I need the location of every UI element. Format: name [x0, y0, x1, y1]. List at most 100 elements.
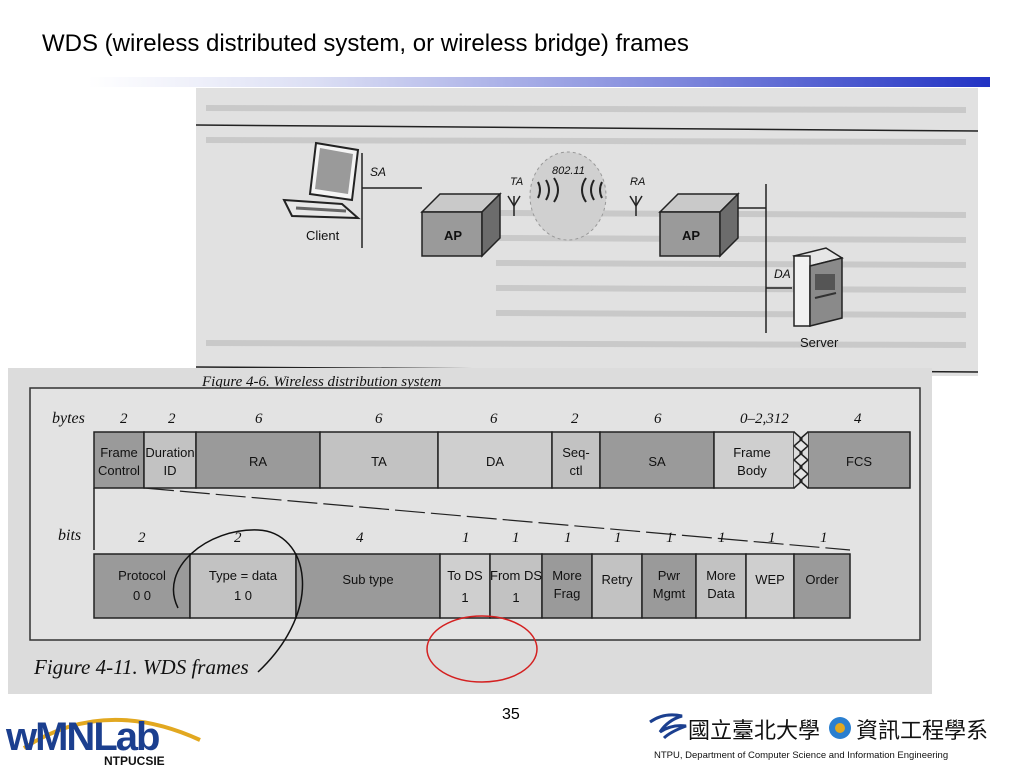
bit-size-type: 2 [234, 530, 242, 546]
highlight-circle-ds-bits [426, 615, 538, 683]
label-fcs: FCS [846, 454, 872, 469]
bit-size-wep: 1 [768, 530, 776, 546]
server-label: Server [800, 335, 839, 350]
label-pwrmgmt-1: Pwr [658, 568, 681, 583]
ta-antenna-icon [507, 195, 521, 216]
bitfield-tods [439, 553, 491, 619]
hand-drawn-annotation-arc [172, 529, 304, 673]
ntpu-logo: 國立臺北大學 資訊工程學系 NTPU, Department of Comput… [646, 708, 1022, 764]
bit-sizes: 2 2 4 1 1 1 1 1 1 1 1 [138, 530, 828, 546]
bitfield-protocol [93, 553, 191, 619]
slide-title: WDS (wireless distributed system, or wir… [42, 30, 689, 57]
label-wep: WEP [755, 572, 785, 587]
bitfield-morefrag [541, 553, 593, 619]
label-tods-1: To DS [447, 568, 483, 583]
byte-size-fcs: 4 [854, 411, 862, 427]
label-retry: Retry [601, 572, 633, 587]
label-moredata-2: Data [707, 586, 735, 601]
figure-wireless-distribution-system: Client SA AP TA 802.11 [196, 88, 978, 376]
label-ra: RA [249, 454, 267, 469]
label-seqctl-1: Seq- [562, 445, 589, 460]
bitfield-moredata [695, 553, 747, 619]
byte-size-frame-control: 2 [120, 411, 128, 427]
bytes-label: bytes [52, 410, 85, 427]
frame-control-bits-row [93, 553, 851, 619]
label-sa: SA [648, 454, 666, 469]
university-name: 國立臺北大學 [688, 719, 820, 744]
ap-left-icon [420, 192, 502, 258]
bitfield-type [189, 553, 297, 619]
logo-swoosh-icon [22, 717, 201, 750]
field-duration-id [143, 431, 197, 489]
ap-right-label: AP [682, 228, 700, 243]
label-morefrag-1: More [552, 568, 582, 583]
label-fromds-1: From DS [490, 568, 542, 583]
lab-logo-text: wMNLab [5, 715, 159, 759]
client-label: Client [306, 228, 340, 243]
wmnlab-logo: wMNLab NTPUCSIE [4, 700, 214, 768]
byte-size-ta: 6 [375, 411, 383, 427]
field-ra [195, 431, 321, 489]
bit-size-moredata: 1 [718, 530, 726, 546]
frame-body-break-icon [792, 431, 810, 489]
bit-size-pwrmgmt: 1 [666, 530, 674, 546]
label-pwrmgmt-2: Mgmt [653, 586, 686, 601]
label-subtype: Sub type [342, 572, 393, 587]
label-da: DA [486, 454, 504, 469]
figure-top-caption: Figure 4-6. Wireless distribution system [201, 374, 441, 390]
bit-size-morefrag: 1 [564, 530, 572, 546]
label-morefrag-2: Frag [554, 586, 581, 601]
frame-fields-row [93, 431, 911, 489]
department-name-en: NTPU, Department of Computer Science and… [654, 750, 948, 761]
ra-label: RA [630, 176, 645, 188]
byte-size-sa: 6 [654, 411, 662, 427]
title-rule [88, 77, 990, 87]
ap-left-label: AP [444, 228, 462, 243]
label-type-2: 1 0 [234, 588, 252, 603]
label-ta: TA [371, 454, 387, 469]
bit-size-subtype: 4 [356, 530, 364, 546]
figure-bottom-caption: Figure 4-11. WDS frames [33, 655, 249, 679]
label-moredata-1: More [706, 568, 736, 583]
bit-size-protocol: 2 [138, 530, 146, 546]
bitfield-retry [591, 553, 643, 619]
page-number: 35 [502, 706, 520, 723]
bit-size-fromds: 1 [512, 530, 520, 546]
label-order: Order [805, 572, 839, 587]
label-duration-2: ID [164, 463, 177, 478]
label-seqctl-2: ctl [570, 463, 583, 478]
bits-label: bits [58, 527, 81, 544]
expansion-line-right [143, 487, 851, 551]
field-frame-control [93, 431, 145, 489]
lab-logo-subtext: NTPUCSIE [104, 754, 165, 768]
control-field-labels: Protocol 0 0 Type = data 1 0 Sub type To… [118, 568, 839, 605]
ntpu-emblem-icon [649, 713, 687, 740]
ta-label: TA [510, 176, 523, 188]
bitfield-order [793, 553, 851, 619]
wmnlab-logo-graphic: wMNLab NTPUCSIE [5, 715, 201, 768]
wds-topology-diagram: Client SA AP TA 802.11 [196, 105, 978, 373]
wds-frame-format-diagram: Figure 4-6. Wireless distribution system… [29, 374, 921, 683]
figure-wds-frames: Figure 4-6. Wireless distribution system… [8, 368, 932, 694]
label-frame-body-2: Body [737, 463, 767, 478]
bit-size-order: 1 [820, 530, 828, 546]
bit-size-retry: 1 [614, 530, 622, 546]
sa-label: SA [370, 165, 386, 179]
label-duration-1: Duration [145, 445, 194, 460]
byte-size-ra: 6 [255, 411, 263, 427]
client-laptop-icon [282, 141, 361, 220]
wireless-label: 802.11 [552, 165, 585, 177]
label-frame-control-2: Control [98, 463, 140, 478]
label-fromds-2: 1 [512, 590, 519, 605]
bit-size-tods: 1 [462, 530, 470, 546]
field-frame-body [713, 431, 795, 489]
byte-size-seqctl: 2 [571, 411, 579, 427]
label-frame-control-1: Frame [100, 445, 138, 460]
bitfield-pwrmgmt [641, 553, 697, 619]
field-seqctl [551, 431, 601, 489]
label-protocol-2: 0 0 [133, 588, 151, 603]
byte-size-frame-body: 0–2,312 [740, 411, 789, 427]
byte-size-duration: 2 [168, 411, 176, 427]
department-name-cn: 資訊工程學系 [856, 719, 988, 744]
frame-field-labels: Frame Control Duration ID RA TA DA Seq- … [98, 445, 872, 478]
